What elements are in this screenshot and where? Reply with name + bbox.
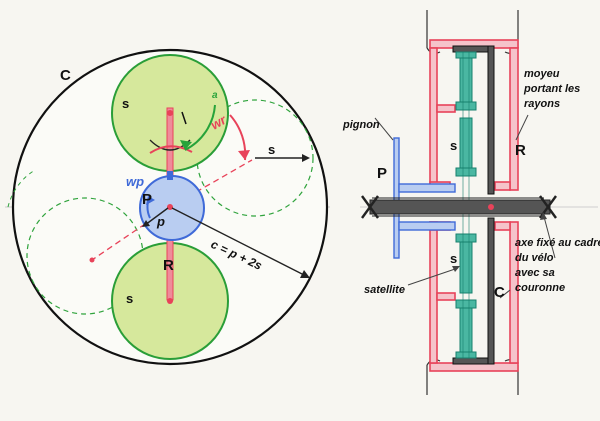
label-carrier-R: R <box>163 257 174 274</box>
leader-pignon <box>374 117 394 141</box>
carrier-bottom-bar <box>452 357 494 365</box>
pinion-tooth-bottom <box>393 209 400 259</box>
planet-section-bot-cap <box>455 233 477 243</box>
label-wa: a <box>212 90 218 101</box>
carrier-top-bar <box>452 45 494 53</box>
planet-section-top-base <box>455 167 477 177</box>
axe-line-3: avec sa <box>515 267 555 279</box>
label-section-s-top: s <box>450 138 457 153</box>
hub-inner-top-right <box>494 181 511 191</box>
c-radius-line <box>171 207 307 277</box>
planet-section-bot-lower <box>459 304 473 358</box>
leader-satellite <box>407 267 459 286</box>
hub-left-wall-bottom <box>429 221 438 364</box>
hub-right-wall-bottom <box>509 221 519 364</box>
axle-ends <box>361 195 557 219</box>
hub-rib-1 <box>436 104 456 113</box>
carrier-upright-bottom <box>487 217 495 365</box>
axe-line-2: du vélo <box>515 252 554 264</box>
label-section-C: C <box>494 284 505 301</box>
planet-dashed-edge <box>7 169 36 208</box>
planet-section-bot-mid <box>455 299 477 309</box>
label-planet-bottom-s: s <box>126 291 133 306</box>
planet-section-top-mid <box>455 101 477 111</box>
moyeu-line-3: rayons <box>524 98 560 110</box>
label-section-s-bottom: s <box>450 251 457 266</box>
leader-axe <box>542 212 556 259</box>
leader-moyeu <box>515 114 529 141</box>
carrier-pivot <box>488 204 494 210</box>
pinion-contact-mark <box>167 171 173 180</box>
label-pinion-P: P <box>142 191 152 208</box>
label-pignon: pignon <box>342 119 380 131</box>
axle-x-left-b <box>361 195 379 219</box>
label-wp: wp <box>126 174 144 189</box>
front-view: C s s s P p R wp wr a c = p + 2s <box>5 48 330 366</box>
moyeu-line-2: portant les <box>523 83 580 95</box>
section-view: pignon P s s R C satellite moyeu portant… <box>342 10 600 395</box>
pinion-section <box>393 137 456 259</box>
c-radius-arrowhead <box>300 270 310 278</box>
planet-center-dot-top <box>167 110 173 116</box>
leader-axe-arrowhead <box>540 212 547 220</box>
wa-arc <box>184 104 216 151</box>
label-planet-right-s: s <box>268 142 275 157</box>
label-section-R: R <box>515 142 526 159</box>
planet-section-bot-base <box>455 351 477 359</box>
planet-center-dot-left <box>89 257 95 263</box>
carrier-spin-arc <box>149 145 193 154</box>
carrier-upright-top <box>487 45 495 195</box>
s-radius-arrowhead <box>302 154 310 162</box>
carrier-C <box>452 45 495 365</box>
planet-section-top-lower <box>459 117 473 174</box>
planet-spin-tick <box>181 111 187 125</box>
axle <box>369 199 551 215</box>
hub-rib-2 <box>436 292 456 301</box>
label-moyeu: moyeu portant les rayons <box>523 68 580 110</box>
wp-arrowhead <box>146 196 155 205</box>
label-satellite: satellite <box>364 284 405 296</box>
pinion-sleeve-bottom <box>398 221 456 231</box>
pinion-center <box>167 204 173 210</box>
p-radius-line <box>144 207 169 226</box>
planet-section-top-upper <box>459 51 473 111</box>
leader-C <box>499 289 511 299</box>
planet-center-dot-bottom <box>167 298 173 304</box>
planet-section-top-cap <box>455 51 477 59</box>
pinion-tooth-top <box>393 137 400 205</box>
label-axe: axe fixé au cadre du vélo avec sa couron… <box>515 237 600 294</box>
hub-right-wall-top <box>509 47 519 191</box>
axe-line-4: couronne <box>515 282 565 294</box>
label-pinion-p: p <box>156 214 165 229</box>
planet-section-bot-upper <box>459 237 473 294</box>
moyeu-line-1: moyeu <box>524 68 560 80</box>
hub-shell <box>429 39 519 372</box>
pinion-sleeve-top <box>398 183 456 193</box>
label-ring-C: C <box>60 67 71 84</box>
hub-left-wall-top <box>429 47 438 191</box>
label-section-P: P <box>377 165 387 182</box>
leader-lines <box>374 114 556 299</box>
hub-inner-bottom-right <box>494 221 511 231</box>
leader-satellite-arrowhead <box>452 266 460 272</box>
wr-arrowhead <box>238 150 250 160</box>
p-radius-arrowhead <box>142 220 150 227</box>
label-planet-top-s: s <box>122 96 129 111</box>
wa-arrowhead <box>180 140 192 150</box>
axe-line-1: axe fixé au cadre <box>515 237 600 249</box>
